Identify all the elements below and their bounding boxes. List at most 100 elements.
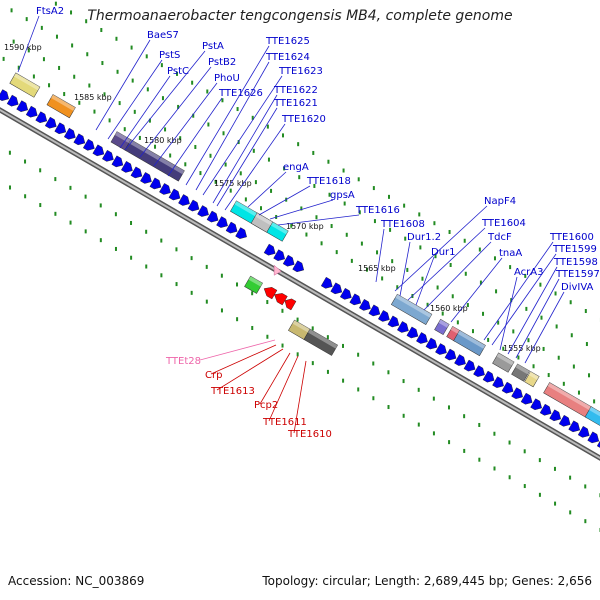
gene-arrow-icon-shape: [282, 254, 295, 267]
gene-label-tte1600: TTE1600: [549, 232, 594, 243]
tick-dot: [584, 309, 587, 314]
gene-arrow-icon: [82, 138, 95, 151]
tick-dot: [254, 180, 257, 185]
leader-line: [269, 199, 334, 220]
tick-dot: [478, 422, 481, 427]
tick-dot: [24, 194, 27, 199]
gene-arrow-icon-shape: [406, 326, 419, 339]
leader-line: [524, 291, 565, 364]
tick-dot: [527, 338, 530, 343]
tick-dot: [266, 334, 269, 339]
gene-arrow-icon-shape: [435, 343, 447, 355]
gene-arrow-icon: [54, 122, 67, 135]
gene-label-tte1611: TTE1611: [262, 417, 307, 428]
gene-arrow-icon: [482, 370, 495, 383]
tick-dot: [312, 150, 315, 155]
gene-arrow-icon-shape: [292, 260, 305, 273]
tick-dot: [32, 74, 35, 79]
gene-arrow-icon: [368, 304, 381, 317]
tick-dot: [432, 431, 435, 436]
gene-arrow-icon: [35, 111, 48, 124]
tick-dot: [447, 405, 450, 410]
gene-arrow-icon: [206, 210, 219, 223]
gene-arrow-icon: [339, 287, 352, 300]
gene-arrow-icon: [539, 403, 552, 416]
tick-dot: [554, 291, 557, 296]
reverse-gene-6-shape: [303, 328, 339, 356]
tick-dot: [463, 448, 466, 453]
tick-dot: [482, 311, 485, 316]
gene-arrow-icon: [92, 144, 105, 157]
tick-dot: [593, 399, 596, 404]
tick-dot: [160, 273, 163, 278]
leader-line: [119, 75, 171, 149]
tick-dot: [236, 317, 239, 322]
gene-arrow-icon: [387, 315, 400, 328]
gene-arrow-icon: [292, 260, 305, 273]
topology-text: Topology: circular; Length: 2,689,445 bp…: [262, 574, 592, 588]
leader-line: [375, 228, 385, 283]
gene-box-7-gloss: [395, 294, 432, 318]
gene-arrow-icon-shape: [73, 133, 86, 146]
gene-box-11-gloss: [496, 352, 515, 366]
gene-label-tte1621: TTE1621: [273, 98, 318, 109]
tick-dot: [69, 220, 72, 225]
gene-label-baes7: BaeS7: [147, 30, 179, 41]
tick-dot: [387, 405, 390, 410]
tick-dot: [365, 267, 368, 272]
tick-dot: [330, 224, 333, 229]
tick-dot: [267, 157, 270, 162]
reverse-gene-5-gloss: [292, 320, 310, 333]
tick-dot: [403, 203, 406, 208]
tick-dot: [433, 221, 436, 226]
leader-line: [107, 59, 163, 140]
tick-dot: [523, 449, 526, 454]
gene-arrow-icon-shape: [130, 166, 143, 179]
gene-arrow-icon: [549, 409, 561, 422]
gene-box-13: [524, 371, 540, 388]
tick-dot: [42, 57, 45, 62]
tick-dot: [396, 285, 399, 290]
leader-line: [195, 61, 270, 191]
gene-label-crp: Crp: [205, 370, 222, 381]
gene-arrow-icon-shape: [82, 138, 95, 151]
gene-arrow-icon-shape: [187, 199, 200, 212]
tick-dot: [70, 10, 73, 15]
tick-dot: [381, 276, 384, 281]
tick-dot: [463, 238, 466, 243]
tick-dot: [328, 192, 331, 197]
trna-marker-icon: [273, 264, 282, 276]
tick-dot: [311, 361, 314, 366]
tick-dot: [357, 352, 360, 357]
gene-box-6: [250, 212, 274, 233]
gene-arrow-icon: [492, 376, 504, 388]
tick-dot: [342, 168, 345, 173]
tick-dot: [177, 104, 180, 109]
leader-line: [394, 205, 488, 292]
gene-arrow-icon-shape: [530, 398, 542, 411]
leader-line: [224, 123, 286, 211]
tick-dot: [115, 36, 118, 41]
tick-dot: [209, 153, 212, 158]
tick-dot: [441, 311, 444, 316]
reverse-gene-1: [244, 275, 263, 294]
gene-box-15-shape: [584, 406, 600, 431]
gene-arrow-icon-shape: [92, 144, 105, 157]
leader-line: [247, 171, 287, 208]
gene-label-tte1604: TTE1604: [481, 218, 526, 229]
reverse-arrow-icon: [284, 298, 297, 311]
tick-dot: [553, 466, 556, 471]
gene-arrow-icon: [520, 392, 533, 405]
gene-arrow-icon-shape: [425, 337, 438, 350]
tick-dot: [345, 232, 348, 237]
gene-box-1-gloss: [13, 72, 40, 91]
leader-line: [210, 344, 277, 375]
gene-arrow-icon-shape: [6, 94, 19, 107]
gene-arrow-icon-shape: [501, 381, 514, 394]
tick-dot: [588, 373, 591, 378]
gene-arrow-icon-shape: [111, 155, 124, 168]
gene-box-6-shape: [250, 212, 274, 233]
tick-dot: [391, 259, 394, 264]
tick-dot: [260, 206, 263, 211]
